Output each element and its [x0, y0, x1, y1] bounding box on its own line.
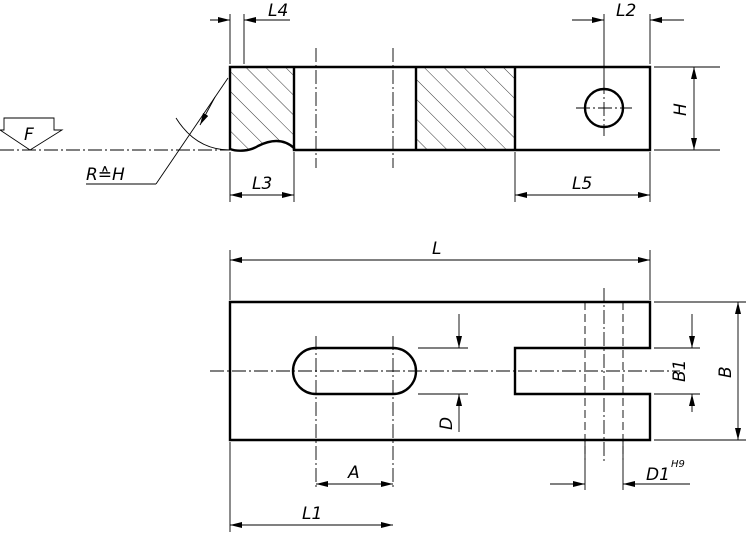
radius-leader: [155, 77, 229, 185]
dim-L3-label: L3: [252, 174, 272, 194]
dim-L1-label: L1: [302, 504, 322, 524]
dim-L-label: L: [432, 239, 441, 259]
section-hatch-middle: [416, 67, 515, 150]
top-view: L B B1 D A L1 D1 H9: [210, 239, 746, 532]
dim-L4-label: L4: [268, 1, 288, 21]
dim-D-label: D: [437, 417, 457, 430]
dim-L5-label: L5: [572, 174, 592, 194]
side-view: F R≙H L4 L2 H L3 L5: [0, 1, 720, 202]
dim-B1-label: B1: [670, 360, 690, 382]
force-arrow-symbol: [0, 117, 64, 151]
radius-label: R≙H: [86, 165, 125, 185]
force-label: F: [24, 125, 34, 145]
dim-L2-label: L2: [616, 1, 636, 21]
dim-A-label: A: [347, 463, 360, 483]
radius-arrow: [199, 96, 216, 126]
dim-H-label: H: [671, 103, 691, 116]
dim-D1-fit-label: H9: [671, 459, 685, 470]
radius-arc: [175, 117, 231, 151]
dim-D1-label: D1: [646, 465, 670, 485]
top-view-outline: [228, 300, 652, 442]
section-hatch-left: [230, 67, 294, 151]
dim-B-label: B: [716, 366, 736, 378]
